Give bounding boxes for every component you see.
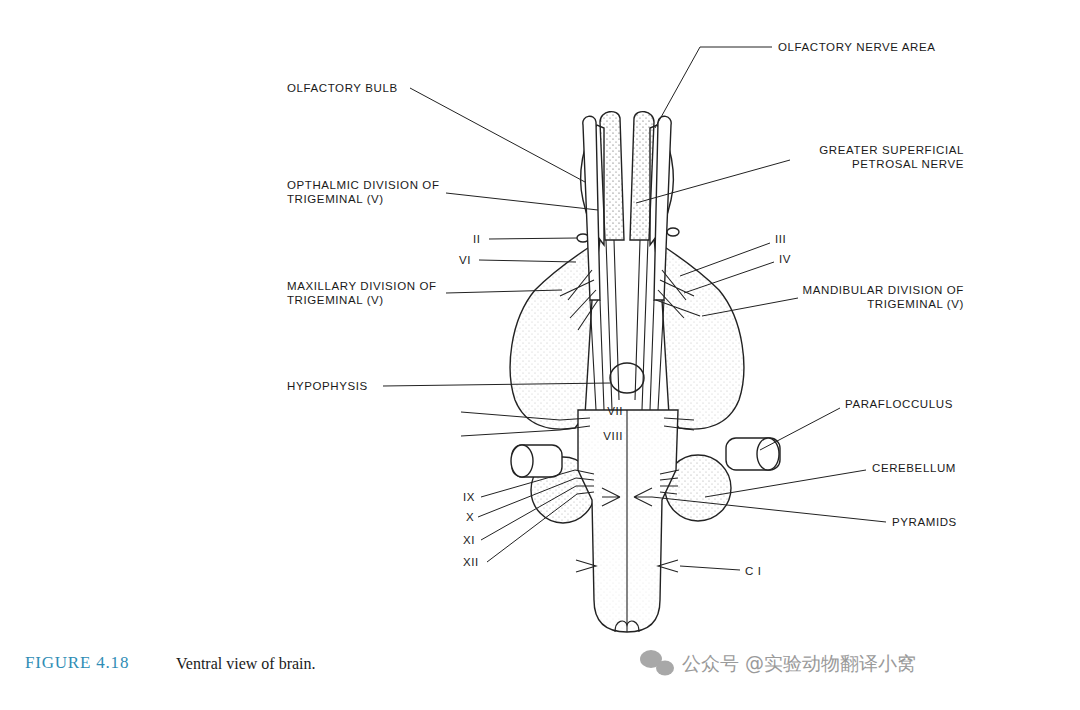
cranial-nerve-number: IX xyxy=(463,490,475,504)
part-label: OLFACTORY BULB xyxy=(287,81,398,95)
nerve-lines xyxy=(560,240,700,632)
part-label: HYPOPHYSIS xyxy=(287,379,368,393)
cranial-nerve-number: XII xyxy=(463,555,479,569)
nerve-label: MANDIBULAR DIVISION OF TRIGEMINAL (V) xyxy=(786,283,964,311)
cranial-nerve-number: VII xyxy=(607,404,623,418)
nerve-label: OPTHALMIC DIVISION OF TRIGEMINAL (V) xyxy=(287,178,452,206)
leader-lines xyxy=(383,47,886,570)
nerve-label: GREATER SUPERFICIAL PETROSAL NERVE xyxy=(786,143,964,171)
figure-caption: Ventral view of brain. xyxy=(176,654,316,674)
watermark: 公众号 @实验动物翻译小窝 xyxy=(682,651,916,675)
spinal-nerve-label: C I xyxy=(745,564,762,578)
cranial-nerve-number: XI xyxy=(463,533,475,547)
cranial-nerve-number: III xyxy=(775,232,786,246)
brain-outline xyxy=(510,112,780,632)
nerve-label: MAXILLARY DIVISION OF TRIGEMINAL (V) xyxy=(287,279,452,307)
watermark-icon xyxy=(640,650,674,676)
cranial-nerve-number: VI xyxy=(459,253,471,267)
cranial-nerve-number: IV xyxy=(779,252,791,266)
region-label: OLFACTORY NERVE AREA xyxy=(778,40,936,54)
cranial-nerve-number: X xyxy=(466,510,474,524)
part-label: CEREBELLUM xyxy=(872,461,956,475)
cranial-nerve-number: II xyxy=(473,232,481,246)
part-label: PYRAMIDS xyxy=(892,515,957,529)
part-label: PARAFLOCCULUS xyxy=(845,397,953,411)
figure-number: FIGURE 4.18 xyxy=(25,653,129,673)
cranial-nerve-number: VIII xyxy=(603,429,623,443)
